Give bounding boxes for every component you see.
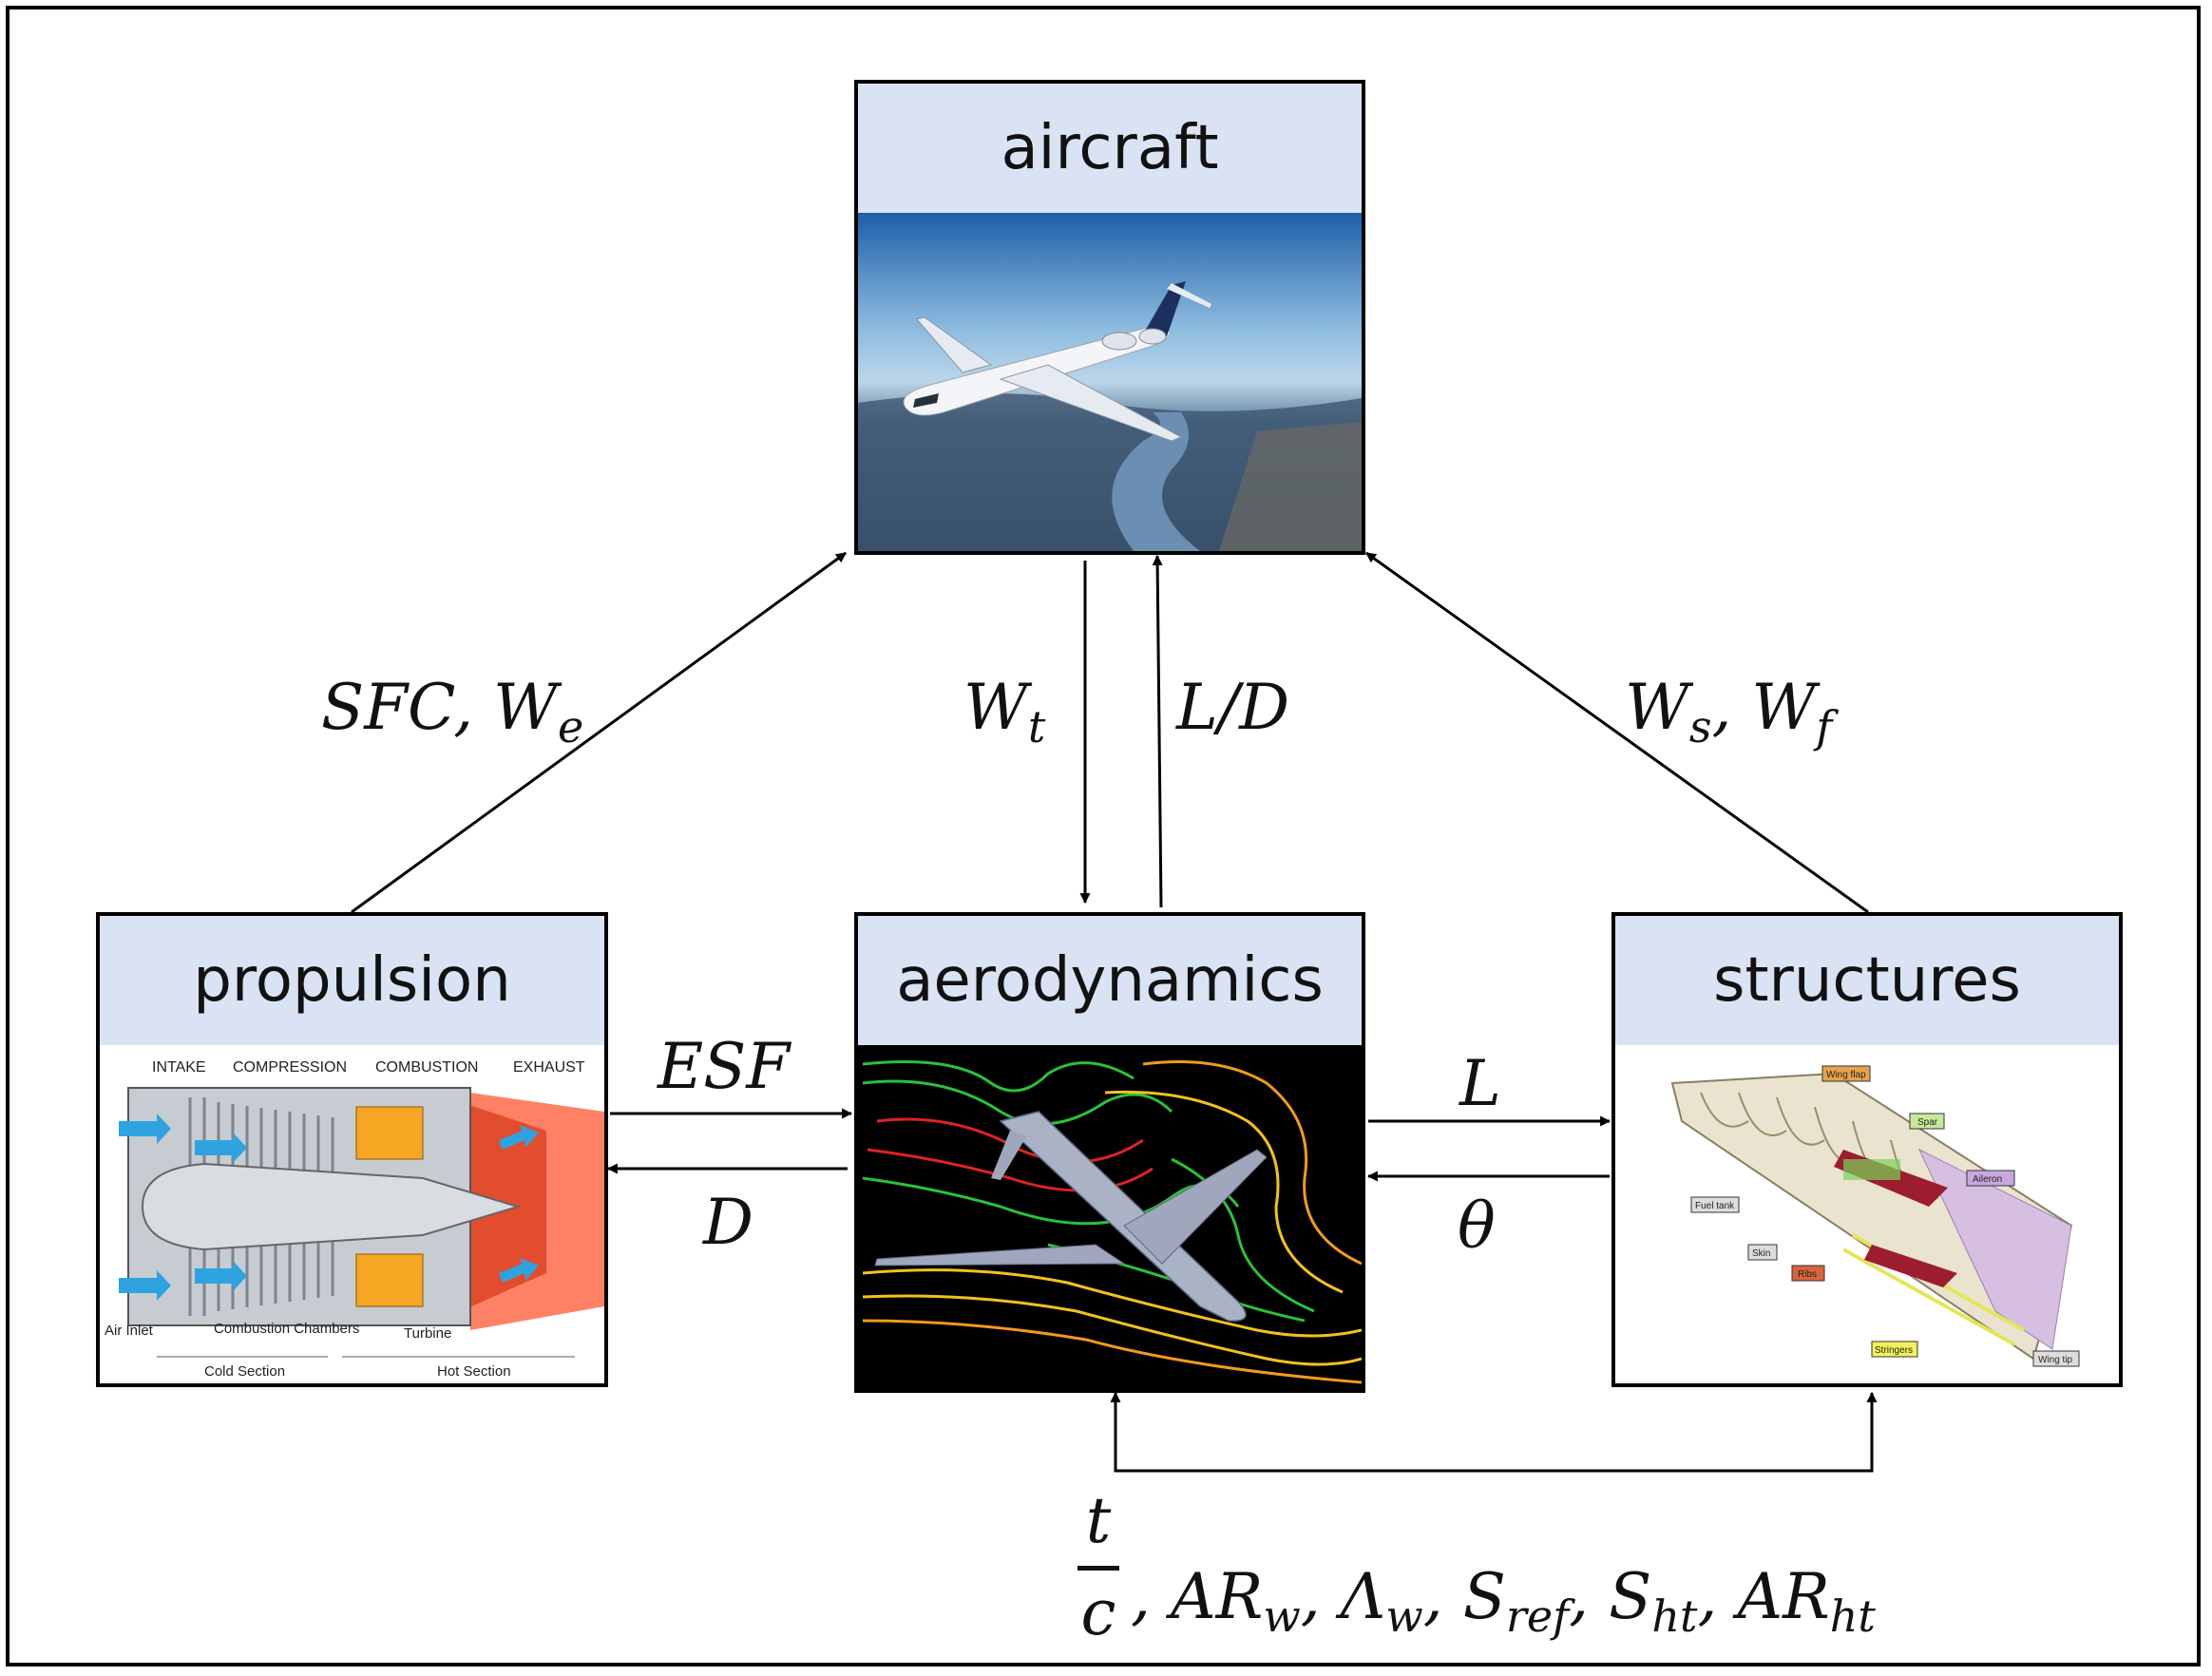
aircraft-box: aircraft [854,80,1365,555]
label-sfc-we: SFC, We [321,671,584,752]
cfd-streamline-image [858,1045,1362,1389]
label-wt: Wt [963,671,1046,752]
combustion-label: COMBUSTION [375,1059,478,1076]
fraction-numerator: t [1085,1484,1112,1557]
exhaust-label: EXHAUST [513,1059,585,1076]
spar-label: Spar [1917,1117,1938,1128]
aircraft-title: aircraft [858,84,1362,213]
label-l: L [1459,1047,1501,1120]
compression-label: COMPRESSION [233,1059,347,1076]
wing-flap-label: Wing flap [1826,1070,1866,1080]
arrow-propulsion-to-aircraft [351,551,847,914]
aircraft-photo [858,213,1362,551]
airplane-shape [903,281,1211,442]
label-esf: ESF [658,1030,791,1103]
arrow-design-vars [1110,1391,1878,1473]
fraction-bar [1077,1566,1119,1571]
fuel-tank-label: Fuel tank [1695,1201,1735,1211]
label-l-over-d: L/D [1176,671,1289,744]
cold-section-label: Cold Section [204,1363,285,1380]
thickness-chord-fraction: t c [1068,1490,1129,1645]
stringers-label: Stringers [1875,1345,1913,1356]
structures-title: structures [1615,916,2119,1045]
aerodynamics-title: aerodynamics [858,916,1362,1045]
arrow-structures-to-aircraft [1365,551,1869,914]
wing-structure-image: Wing flap Spar Aileron Fuel tank Skin Ri… [1615,1045,2119,1383]
wing-tip-label: Wing tip [2038,1355,2073,1365]
propulsion-box: propulsion INTAKE COMPRESSION COMBUSTION… [96,912,608,1387]
combustion-chambers-label: Combustion Chambers [214,1321,359,1337]
ribs-label: Ribs [1798,1269,1817,1280]
label-design-variables: , ARw, Λw, Sref, Sht, ARht [1131,1560,1876,1642]
engine-cutaway-image: INTAKE COMPRESSION COMBUSTION EXHAUST [100,1045,604,1383]
hot-section-label: Hot Section [437,1363,511,1380]
diagram-frame [6,6,2201,1666]
intake-label: INTAKE [152,1059,206,1076]
aileron-label: Aileron [1973,1174,2002,1185]
label-ws-wf: Ws, Wf [1625,671,1833,752]
label-theta: θ [1458,1190,1496,1263]
fraction-denominator: c [1080,1576,1116,1649]
cfd-airplane-shape [874,1111,1268,1322]
label-d: D [703,1186,753,1259]
turbine-label: Turbine [404,1325,451,1342]
structures-box: structures Wing flap Spar Aileron [1611,912,2123,1387]
skin-label: Skin [1752,1248,1770,1259]
aerodynamics-box: aerodynamics [854,912,1365,1393]
propulsion-title: propulsion [100,916,604,1045]
arrow-aero-to-aircraft-ld [1152,554,1163,908]
air-inlet-label: Air Inlet [105,1323,154,1339]
